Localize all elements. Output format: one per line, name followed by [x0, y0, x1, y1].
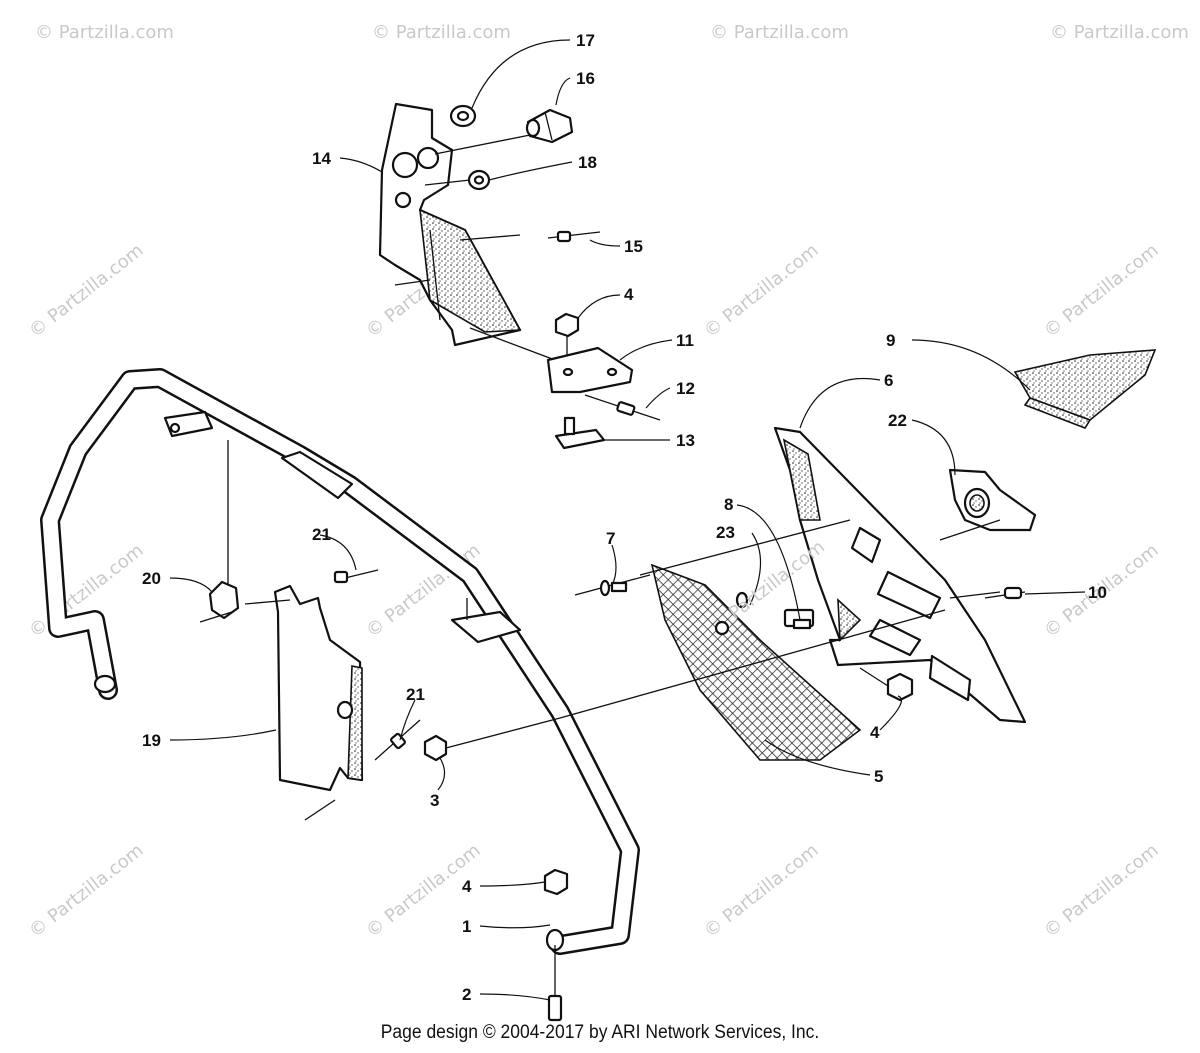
- callout-5: 5: [874, 767, 883, 786]
- callout-3: 3: [430, 791, 439, 810]
- nut-3: [423, 717, 561, 762]
- callout-7: 7: [606, 529, 615, 548]
- watermark-text: © Partzilla.com: [1050, 22, 1189, 43]
- watermark-text: © Partzilla.com: [25, 240, 147, 342]
- callout-23: 23: [716, 523, 735, 542]
- copyright-footer: Page design © 2004-2017 by ARI Network S…: [380, 1022, 820, 1043]
- bracket-11: [546, 346, 634, 394]
- callout-19: 19: [142, 731, 161, 750]
- callout-14: 14: [312, 149, 331, 168]
- callout-10: 10: [1088, 583, 1107, 602]
- screw-15: [547, 230, 601, 243]
- watermark-text: © Partzilla.com: [1040, 840, 1162, 942]
- upper-bracket-assembly: [378, 102, 661, 450]
- callout-4: 4: [462, 877, 472, 896]
- bumper-bar-1: [40, 368, 640, 955]
- watermark-text: © Partzilla.com: [1040, 240, 1162, 342]
- callout-16: 16: [576, 69, 595, 88]
- bushing-18: [467, 169, 491, 191]
- fastener-8-23: [735, 591, 815, 630]
- bracket-22: [939, 468, 1037, 541]
- callout-15: 15: [624, 237, 643, 256]
- callout-8: 8: [724, 495, 733, 514]
- callout-11: 11: [676, 331, 694, 350]
- callout-12: 12: [676, 379, 695, 398]
- rivet-21-top: [333, 569, 379, 584]
- spacer-16: [525, 108, 574, 144]
- callout-labels: 17 16 18 14 15 4 11 12 13 9 6 22 10 4 5 …: [142, 31, 1107, 1004]
- callout-21: 21: [406, 685, 425, 704]
- plate-hole: [394, 191, 412, 209]
- bar-sleeve: [280, 450, 354, 500]
- callout-18: 18: [578, 153, 597, 172]
- rivet-21-bottom: [374, 719, 421, 761]
- watermark-text: © Partzilla.com: [372, 22, 511, 43]
- callout-2: 2: [462, 985, 471, 1004]
- callout-6: 6: [884, 371, 893, 390]
- bar-mount-bracket: [450, 610, 522, 644]
- callout-13: 13: [676, 431, 695, 450]
- nut-4-right: [859, 667, 914, 702]
- watermark-text: © Partzilla.com: [700, 840, 822, 942]
- callout-21: 21: [312, 525, 331, 544]
- watermark-text: © Partzilla.com: [35, 22, 174, 43]
- side-panel-6: [559, 426, 1027, 724]
- callout-22: 22: [888, 411, 907, 430]
- screw-12: [584, 394, 661, 421]
- plate-nut-13: [554, 416, 606, 450]
- bushing-17: [449, 104, 477, 128]
- plate-hole: [416, 146, 440, 170]
- clip-20: [199, 580, 240, 623]
- cover-plate-19: [244, 584, 364, 821]
- callout-4: 4: [624, 285, 634, 304]
- leader-lines: [169, 39, 1086, 1001]
- callout-17: 17: [576, 31, 595, 50]
- plate-hole: [391, 151, 419, 179]
- callout-1: 1: [462, 917, 471, 936]
- nut-4-bottom: [543, 868, 569, 896]
- watermark-text: © Partzilla.com: [25, 840, 147, 942]
- callout-20: 20: [142, 569, 161, 588]
- bolt-2: [547, 945, 563, 1022]
- callout-9: 9: [886, 331, 895, 350]
- screw-10: [984, 586, 1026, 600]
- callout-4: 4: [870, 723, 880, 742]
- plate-flange-shading: [419, 208, 522, 333]
- watermark-text: © Partzilla.com: [700, 240, 822, 342]
- watermark-text: © Partzilla.com: [710, 22, 849, 43]
